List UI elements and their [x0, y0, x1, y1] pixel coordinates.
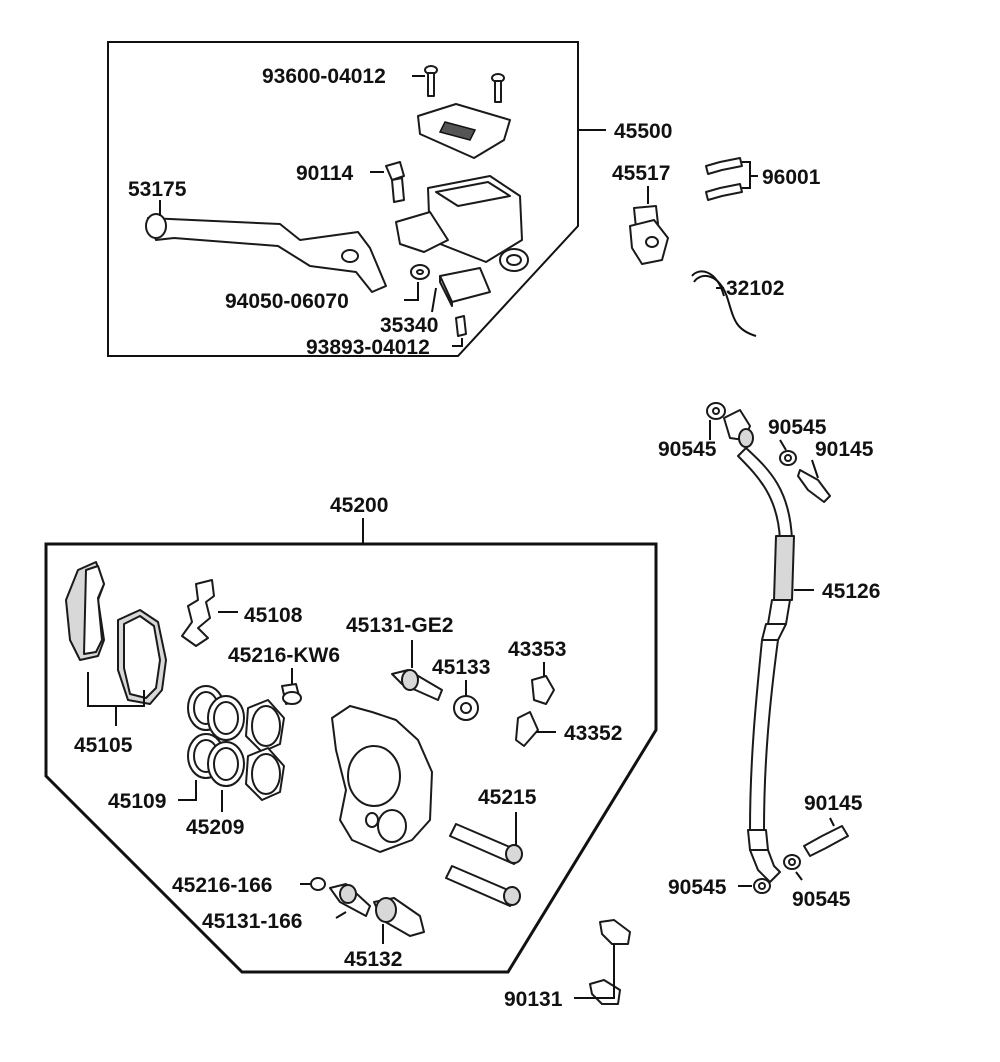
label-45215: 45215 — [478, 786, 537, 809]
label-90545-bottom-right: 90545 — [792, 888, 851, 911]
label-35340: 35340 — [380, 314, 438, 337]
label-90545-top-left: 90545 — [658, 438, 717, 461]
label-90145-top: 90145 — [815, 438, 874, 461]
holder-group — [629, 186, 669, 265]
label-45109: 45109 — [108, 790, 166, 813]
reservoir-screw-left — [424, 65, 438, 97]
label-45132: 45132 — [344, 948, 402, 971]
bleeder-cap — [531, 662, 555, 705]
label-45517: 45517 — [612, 162, 670, 185]
pin — [329, 883, 371, 919]
label-90131: 90131 — [504, 988, 563, 1011]
label-45209: 45209 — [186, 816, 244, 839]
label-90114: 90114 — [296, 162, 354, 185]
reservoir-cap — [417, 103, 511, 159]
bleeder-valve — [515, 711, 556, 747]
label-45131-166: 45131-166 — [202, 910, 302, 933]
lever-bolt — [385, 161, 405, 203]
bracket-pin — [391, 640, 443, 701]
hose-clamp-bolt-top — [599, 919, 631, 945]
switch-screw — [455, 315, 467, 337]
hose-clamp-bolt-bottom — [589, 979, 621, 1005]
label-93600-04012: 93600-04012 — [262, 65, 386, 88]
boot — [453, 680, 479, 721]
brake-pads — [65, 561, 167, 726]
caliper-bolts — [445, 812, 523, 907]
washer-94050 — [410, 264, 430, 280]
brake-hose-group — [574, 402, 849, 1005]
label-53175: 53175 — [128, 178, 187, 201]
label-90545-top-right: 90545 — [768, 416, 827, 439]
reservoir-screw-right — [491, 73, 505, 103]
master-cylinder-group — [107, 41, 606, 357]
label-93893-04012: 93893-04012 — [306, 336, 430, 359]
label-32102: 32102 — [726, 277, 784, 300]
label-45500: 45500 — [614, 120, 672, 143]
label-45216-KW6: 45216-KW6 — [228, 644, 340, 667]
label-43352: 43352 — [564, 722, 622, 745]
master-cylinder-body — [395, 175, 529, 272]
label-45133: 45133 — [432, 656, 490, 679]
caliper-group — [44, 518, 658, 974]
caliper-body — [331, 705, 433, 853]
oil-bolt-bottom-shape — [803, 825, 849, 857]
sleeve-bolt-boot — [281, 668, 302, 705]
wire — [691, 270, 757, 337]
caliper-frame — [44, 542, 658, 974]
label-45131-GE2: 45131-GE2 — [346, 614, 453, 637]
label-90545-bottom-left: 90545 — [668, 876, 727, 899]
piston-seals — [178, 685, 245, 801]
master-cylinder-frame — [107, 41, 579, 357]
brake-lever — [145, 213, 387, 293]
label-45105: 45105 — [74, 734, 133, 757]
label-96001: 96001 — [762, 166, 821, 189]
label-45108: 45108 — [244, 604, 303, 627]
label-90145-bottom: 90145 — [804, 792, 863, 815]
holder-bolts — [705, 157, 758, 201]
oil-bolt-top-shape — [797, 469, 831, 503]
label-45126: 45126 — [822, 580, 880, 603]
pistons — [221, 699, 285, 812]
label-45200: 45200 — [330, 494, 388, 517]
label-45216-166: 45216-166 — [172, 874, 272, 897]
brake-switch — [439, 267, 491, 307]
label-94050-06070: 94050-06070 — [225, 290, 349, 313]
pad-spring — [181, 579, 238, 647]
pin-boot — [300, 877, 326, 891]
label-43353: 43353 — [508, 638, 566, 661]
pin-bolt — [373, 897, 425, 944]
